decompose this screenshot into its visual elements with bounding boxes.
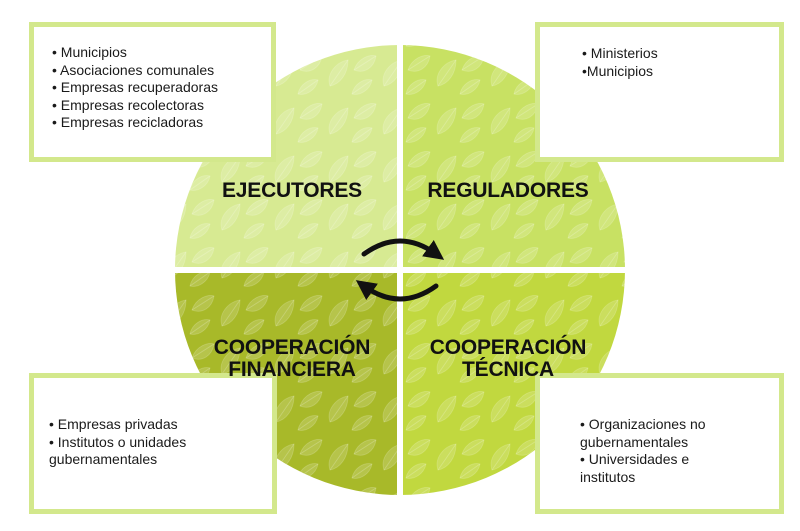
- list-item: • Asociaciones comunales: [52, 61, 215, 78]
- label-cooperacion-financiera: COOPERACIÓN FINANCIERA: [184, 337, 400, 381]
- list-item: •Municipios: [582, 62, 654, 79]
- box-cooperacion-financiera-list: • Empresas privadas • Institutos o unida…: [29, 373, 277, 514]
- list-item: • Empresas recicladoras: [52, 114, 204, 130]
- list-item: • Empresas privadas: [49, 416, 178, 432]
- label-reguladores: REGULADORES: [400, 180, 616, 202]
- label-text: FINANCIERA: [228, 358, 356, 381]
- box-reguladores-list: • Ministerios •Municipios: [535, 22, 784, 162]
- list-item: institutos: [580, 468, 636, 485]
- label-text: EJECUTORES: [222, 179, 362, 202]
- list-item: • Universidades e: [580, 451, 690, 467]
- list-item: • Organizaciones no: [580, 416, 706, 432]
- cycle-arrow-icon: [355, 238, 445, 302]
- list-item: gubernamentales: [49, 451, 158, 467]
- quadrant-dividers: [170, 40, 630, 500]
- label-text: COOPERACIÓN: [429, 336, 587, 359]
- list-item: • Municipios: [52, 44, 127, 60]
- list-item: • Empresas recuperadoras: [52, 79, 218, 95]
- label-text: TÉCNICA: [462, 358, 554, 381]
- list-item: • Ministerios: [582, 45, 658, 61]
- label-ejecutores: EJECUTORES: [184, 180, 400, 202]
- list-item: gubernamentales: [580, 433, 689, 450]
- label-text: COOPERACIÓN: [213, 336, 371, 359]
- list-item: • Institutos o unidades: [49, 433, 187, 450]
- list-item: • Empresas recolectoras: [52, 96, 204, 113]
- label-text: REGULADORES: [427, 179, 589, 202]
- label-cooperacion-tecnica: COOPERACIÓN TÉCNICA: [400, 337, 616, 381]
- box-cooperacion-tecnica-list: • Organizaciones no gubernamentales • Un…: [535, 373, 784, 514]
- box-ejecutores-list: • Municipios • Asociaciones comunales • …: [29, 22, 276, 162]
